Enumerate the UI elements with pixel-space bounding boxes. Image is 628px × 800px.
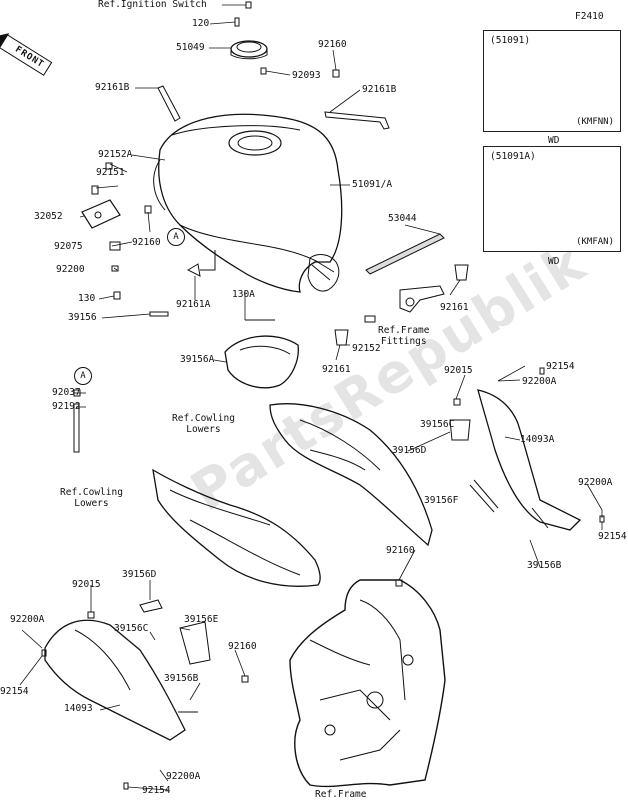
label-92160-bottom[interactable]: 92160	[228, 641, 257, 652]
diagram-code: F2410	[575, 11, 604, 22]
side-cover-upper-right[interactable]	[269, 403, 433, 547]
inset-1-variant: WD	[548, 135, 560, 146]
label-92161b-right[interactable]: 92161B	[362, 84, 397, 95]
label-39156c-left[interactable]: 39156C	[114, 623, 149, 634]
label-130a[interactable]: 130A	[232, 289, 255, 300]
inset-1-part-number: (51091)	[490, 35, 531, 46]
inset-2-part-number: (51091A)	[490, 151, 536, 162]
inset-variant-2[interactable]: (51091A) (KMFAN)	[483, 146, 621, 252]
side-panel-14093[interactable]	[44, 599, 211, 741]
label-92200a-left[interactable]: 92200A	[10, 614, 45, 625]
label-92037[interactable]: 92037	[52, 387, 81, 398]
rubber-strip-53044[interactable]	[365, 233, 445, 275]
label-92200a-bottom[interactable]: 92200A	[166, 771, 201, 782]
label-14093[interactable]: 14093	[64, 703, 93, 714]
label-39156e[interactable]: 39156E	[184, 614, 219, 625]
label-92154-r[interactable]: 92154	[598, 531, 627, 542]
label-92160-mid[interactable]: 92160	[132, 237, 161, 248]
mount-bracket-32052[interactable]	[81, 162, 152, 300]
label-39156b-right[interactable]: 39156B	[527, 560, 562, 571]
label-92200a-r[interactable]: 92200A	[578, 477, 613, 488]
bracket-92161b-right[interactable]	[324, 111, 390, 130]
label-92154-tr[interactable]: 92154	[546, 361, 575, 372]
label-92161a[interactable]: 92161A	[176, 299, 211, 310]
tank-cover-39156a[interactable]	[224, 335, 299, 389]
inset-2-variant: WD	[548, 256, 560, 267]
label-39156d-right[interactable]: 39156D	[392, 445, 427, 456]
label-92192[interactable]: 92192	[52, 401, 81, 412]
label-39156b-left[interactable]: 39156B	[164, 673, 199, 684]
label-92161b-left[interactable]: 92161B	[95, 82, 130, 93]
callout-a-upper: A	[167, 228, 185, 246]
inset-variant-1[interactable]: (51091) (KMFNN)	[483, 30, 621, 132]
callout-a-lower: A	[74, 367, 92, 385]
ref-frame-fittings[interactable]: Ref.Frame Fittings	[378, 325, 430, 347]
label-92152[interactable]: 92152	[352, 343, 381, 354]
damper-39156[interactable]	[149, 263, 201, 317]
label-39156d-left[interactable]: 39156D	[122, 569, 157, 580]
label-51091a-main[interactable]: 51091/A	[352, 179, 393, 190]
frame-fittings[interactable]	[245, 264, 469, 346]
label-92200[interactable]: 92200	[56, 264, 85, 275]
label-92015-left[interactable]: 92015	[72, 579, 101, 590]
label-120[interactable]: 120	[192, 18, 210, 29]
inset-2-model-code: (KMFAN)	[576, 237, 614, 247]
side-cover-lower-left[interactable]	[152, 468, 321, 587]
label-39156-left[interactable]: 39156	[68, 312, 97, 323]
label-39156a[interactable]: 39156A	[180, 354, 215, 365]
bracket-92161b-left[interactable]	[157, 85, 181, 122]
pin-92192[interactable]	[73, 389, 81, 453]
fuel-tank[interactable]	[153, 113, 343, 293]
label-ref-ignition[interactable]: Ref.Ignition Switch	[98, 0, 207, 10]
label-51049[interactable]: 51049	[176, 42, 205, 53]
label-32052[interactable]: 32052	[34, 211, 63, 222]
ref-frame[interactable]: Ref.Frame	[315, 789, 367, 800]
label-130[interactable]: 130	[78, 293, 96, 304]
label-92152a[interactable]: 92152A	[98, 149, 133, 160]
label-14093a[interactable]: 14093A	[520, 434, 555, 445]
label-92160-top[interactable]: 92160	[318, 39, 347, 50]
ref-cowling-lowers-1[interactable]: Ref.Cowling Lowers	[172, 413, 235, 435]
label-92151[interactable]: 92151	[96, 167, 125, 178]
label-92093[interactable]: 92093	[292, 70, 321, 81]
leader-lines	[19, 4, 603, 791]
label-92161-right[interactable]: 92161	[440, 302, 469, 313]
motorcycle-frame[interactable]	[289, 579, 446, 788]
label-92200a-tr[interactable]: 92200A	[522, 376, 557, 387]
label-92161-bottom[interactable]: 92161	[322, 364, 351, 375]
label-92015-right[interactable]: 92015	[444, 365, 473, 376]
label-92075[interactable]: 92075	[54, 241, 83, 252]
label-53044[interactable]: 53044	[388, 213, 417, 224]
label-92154-bottom[interactable]: 92154	[142, 785, 171, 796]
inset-1-model-code: (KMFNN)	[576, 117, 614, 127]
label-39156f[interactable]: 39156F	[424, 495, 459, 506]
side-panel-14093a[interactable]	[449, 389, 582, 531]
ref-cowling-lowers-2[interactable]: Ref.Cowling Lowers	[60, 487, 123, 509]
label-39156c-right[interactable]: 39156C	[420, 419, 455, 430]
label-92154-left[interactable]: 92154	[0, 686, 29, 697]
fuel-cap[interactable]	[230, 40, 268, 60]
label-92160-low[interactable]: 92160	[386, 545, 415, 556]
